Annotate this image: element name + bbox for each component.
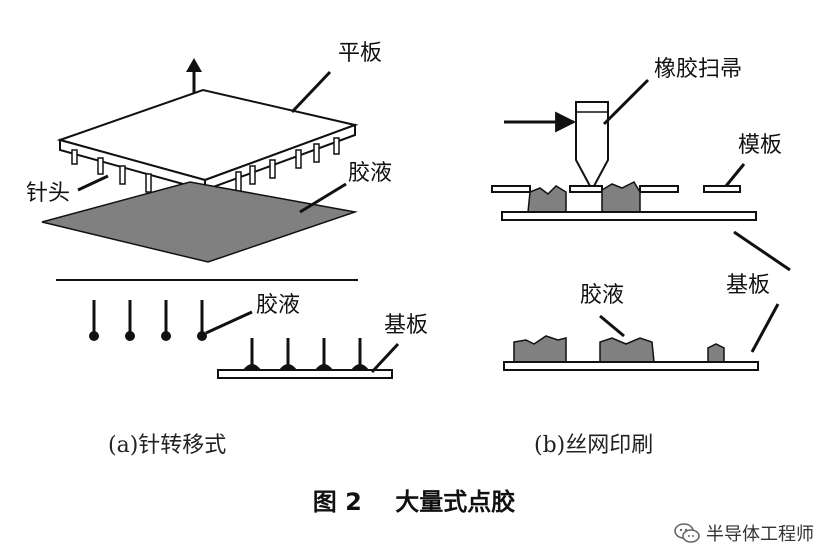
leader-glue-mid bbox=[205, 310, 253, 335]
watermark-text: 半导体工程师 bbox=[706, 524, 814, 545]
caption-a: (a)针转移式 bbox=[108, 433, 226, 458]
leader-substrate-b-bottom bbox=[750, 303, 780, 353]
stencil-segment bbox=[491, 185, 531, 193]
needle-transfer-diagram bbox=[41, 58, 400, 379]
printed-glue bbox=[707, 343, 725, 363]
glue-fill bbox=[527, 185, 567, 213]
needles-with-glue bbox=[89, 300, 207, 341]
stencil-segment bbox=[639, 185, 679, 193]
leader-glue-top bbox=[299, 182, 347, 214]
label-squeegee: 橡胶扫帚 bbox=[654, 57, 742, 82]
stencil-segment bbox=[569, 185, 603, 193]
glue-fill bbox=[601, 181, 641, 213]
label-glue-top: 胶液 bbox=[348, 161, 392, 186]
caption-b: (b)丝网印刷 bbox=[534, 433, 653, 458]
leader-substrate-b-top bbox=[733, 230, 791, 272]
wechat-icon bbox=[674, 523, 700, 543]
label-glue-b: 胶液 bbox=[580, 283, 624, 308]
glue-layer bbox=[41, 181, 358, 263]
figure-title: 图 2 大量式点胶 bbox=[313, 488, 515, 516]
flat-plate bbox=[56, 88, 359, 182]
stencil-segment bbox=[703, 185, 741, 193]
label-needle-head: 针头 bbox=[26, 181, 70, 206]
label-glue-mid: 胶液 bbox=[256, 293, 300, 318]
leader-squeegee bbox=[602, 78, 650, 126]
rubber-squeegee bbox=[575, 101, 609, 187]
label-substrate-b: 基板 bbox=[726, 273, 770, 298]
glue-dots-on-substrate bbox=[243, 338, 369, 370]
printed-glue bbox=[513, 335, 567, 363]
label-plate: 平板 bbox=[338, 41, 382, 66]
printed-glue bbox=[599, 337, 655, 363]
leader-stencil bbox=[724, 163, 746, 187]
leader-plate bbox=[290, 70, 332, 114]
substrate-a bbox=[217, 369, 393, 379]
label-substrate-a: 基板 bbox=[384, 313, 428, 338]
label-stencil: 模板 bbox=[738, 133, 782, 158]
screen-printing-diagram bbox=[491, 78, 791, 371]
leader-needle-head bbox=[77, 174, 109, 192]
leader-substrate-a bbox=[370, 342, 400, 374]
substrate-b-bottom bbox=[503, 361, 759, 371]
watermark: 半导体工程师 bbox=[674, 520, 814, 546]
substrate-b-top bbox=[501, 211, 757, 221]
leader-glue-b bbox=[599, 314, 625, 338]
